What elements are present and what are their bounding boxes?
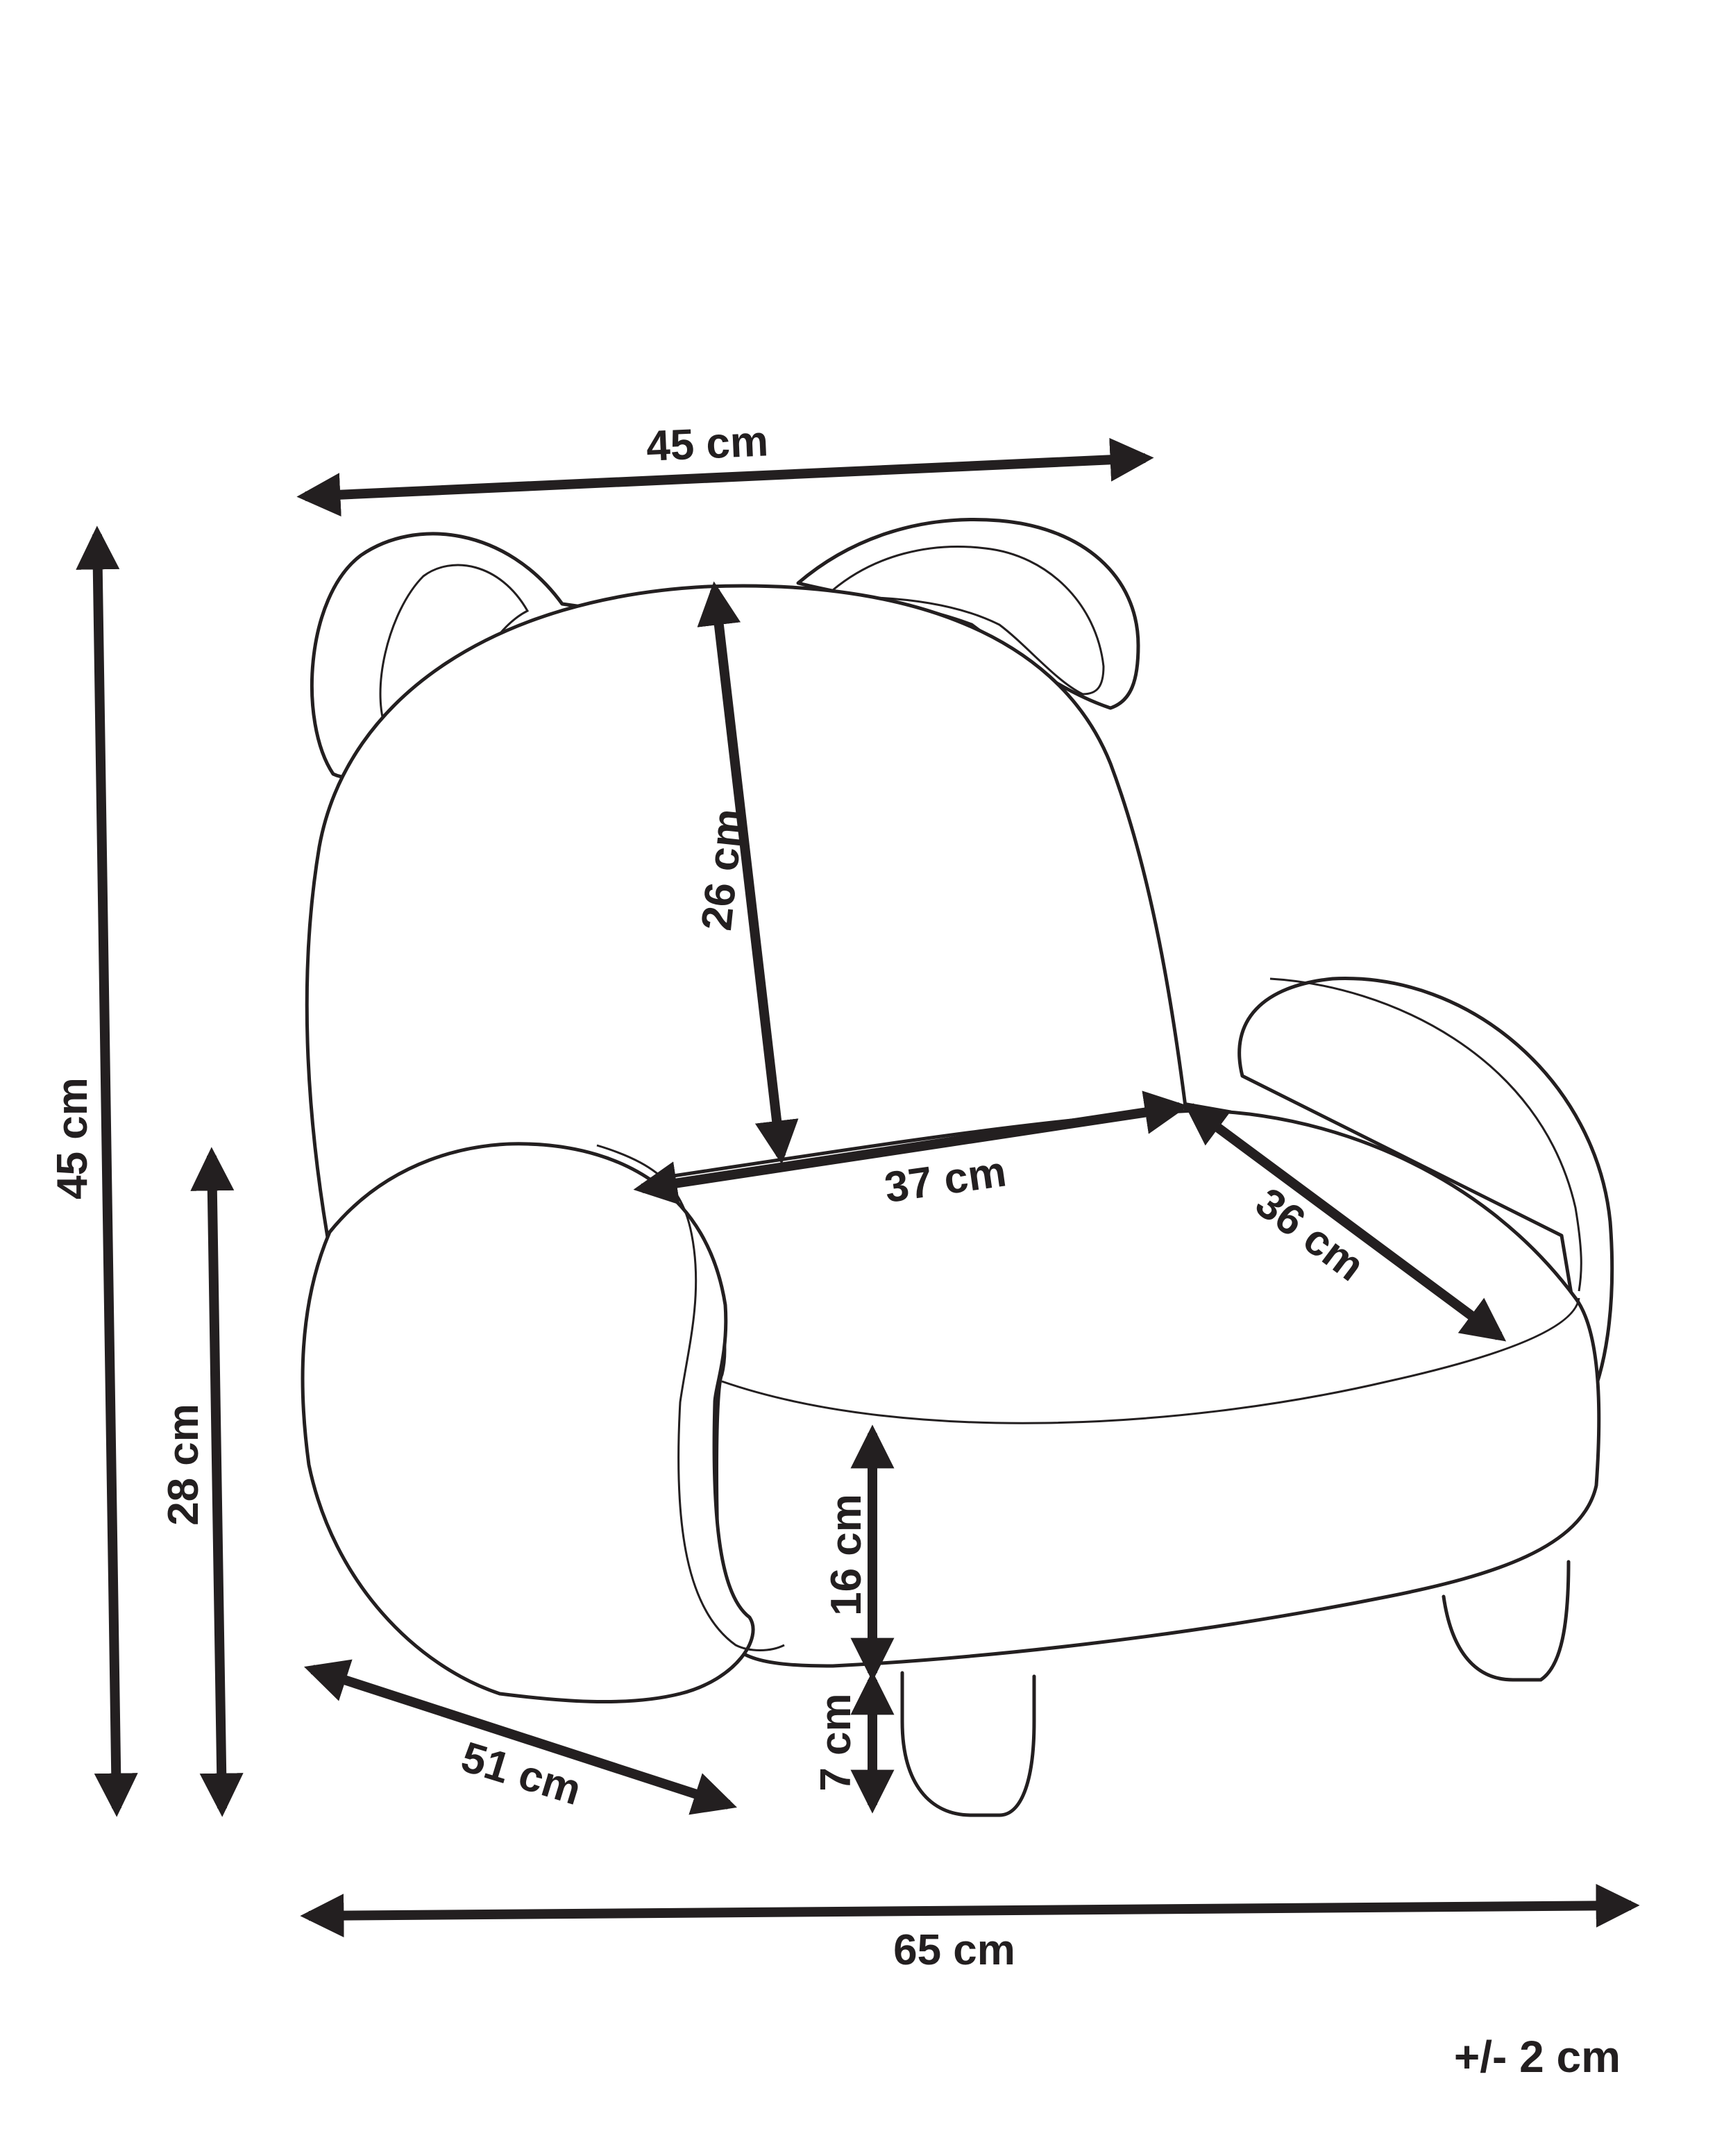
depth-label: 51 cm: [456, 1733, 586, 1814]
back-leg: [1442, 1560, 1571, 1682]
backrest-height-arrow: [697, 581, 799, 1165]
seat-depth-arrow: [1183, 1102, 1507, 1342]
depth-arrow: [304, 1659, 737, 1815]
seat-cushion: [643, 1109, 1601, 1668]
total-width-label: 65 cm: [893, 1926, 1015, 1974]
total-height-arrow: [76, 525, 138, 1817]
right-armrest: [1237, 977, 1614, 1404]
top-width-arrow: [296, 437, 1154, 517]
armrest-height-label: 28 cm: [160, 1404, 208, 1526]
front-leg: [900, 1671, 1036, 1817]
total-height-label: 45 cm: [49, 1077, 96, 1199]
seat-cushion-height-label: 16 cm: [822, 1494, 870, 1616]
armrest-height-arrow: [190, 1147, 244, 1817]
top-width-label: 45 cm: [645, 417, 770, 471]
total-width-arrow: [300, 1883, 1640, 1938]
seat-width-arrow: [633, 1090, 1189, 1205]
leg-height-label: 7 cm: [812, 1693, 860, 1791]
left-armrest: [301, 1142, 755, 1704]
dimension-lines: [76, 437, 1640, 1938]
tolerance-note: +/- 2 cm: [1454, 2032, 1621, 2082]
